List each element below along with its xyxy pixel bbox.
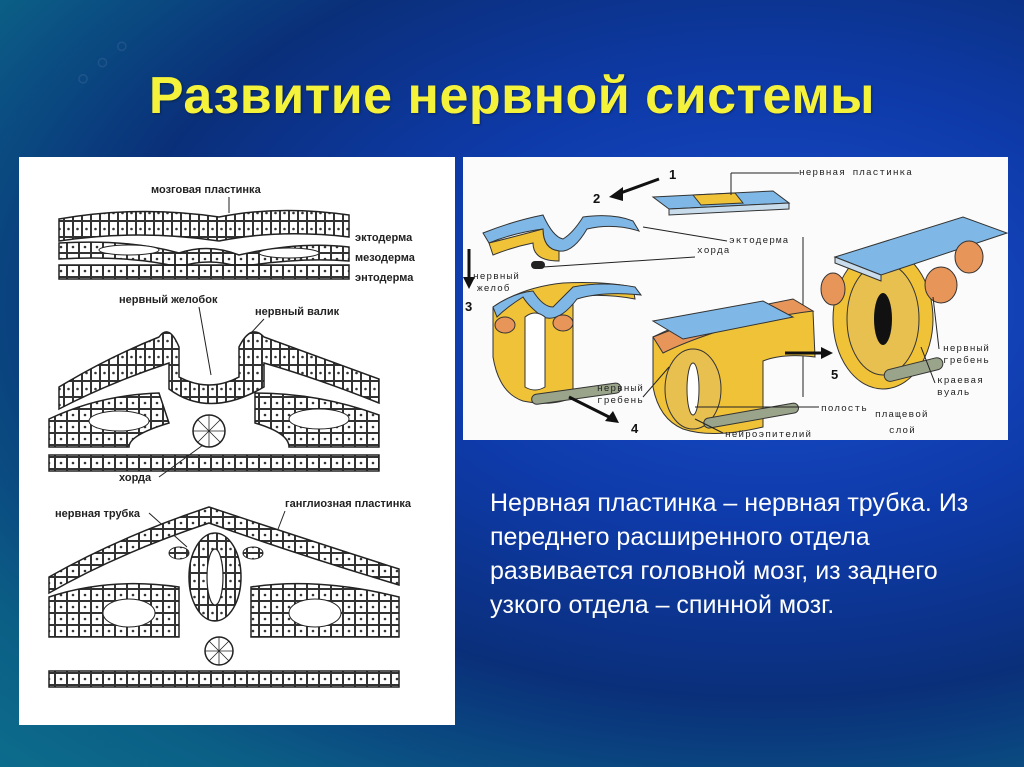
label-neural-tube: нервная трубка [55,508,141,520]
label-neural-crest-b2: гребень [943,355,990,366]
stage-number-2: 2 [593,191,600,206]
neural-tube-3d-drawing: 1 нервная пластинка 2 хорда эктодерма 3 … [463,167,1009,440]
stage-number-4: 4 [631,421,639,436]
label-marginal-veil-1: краевая [937,375,984,386]
label-mantle-1: плащевой [875,409,929,420]
embryo-sections-drawing: мозговая пластинка эктодерма мезодерма э… [48,184,416,688]
embryo-sections-figure: мозговая пластинка эктодерма мезодерма э… [19,157,455,725]
label-neural-groove-1: нервный [473,271,520,282]
label-neural-groove-2: желоб [477,283,511,294]
label-neural-crest-1: нервный [597,383,644,394]
label-ectoderm: эктодерма [355,232,413,244]
label-chord: хорда [119,472,152,484]
label-marginal-veil-2: вуаль [937,387,971,398]
neural-tube-3d-figure: 1 нервная пластинка 2 хорда эктодерма 3 … [463,157,1009,440]
label-brain-plate: мозговая пластинка [151,184,262,196]
label-entoderm: энтодерма [355,272,414,284]
label-neural-crest-2: гребень [597,395,644,406]
label-mesoderm: мезодерма [355,252,416,264]
label-ectoderm-right: эктодерма [729,235,789,246]
stage-number-3: 3 [465,299,472,314]
slide-title: Развитие нервной системы [148,67,876,125]
label-neural-fold: нервный валик [255,306,340,318]
stage-number-1: 1 [669,167,676,182]
label-neuroepithelium: нейроэпителий [725,429,812,440]
label-ganglion-plate: ганглиозная пластинка [285,498,412,510]
label-neural-groove: нервный желобок [119,294,218,306]
label-neural-plate: нервная пластинка [799,167,913,178]
label-neural-crest-b1: нервный [943,343,990,354]
label-cavity: полость [821,403,868,414]
label-mantle-2: слой [889,425,916,436]
slide-body-text: Нервная пластинка – нервная трубка. Из п… [490,489,969,619]
label-chord-right: хорда [697,245,731,256]
stage-number-5: 5 [831,367,838,382]
